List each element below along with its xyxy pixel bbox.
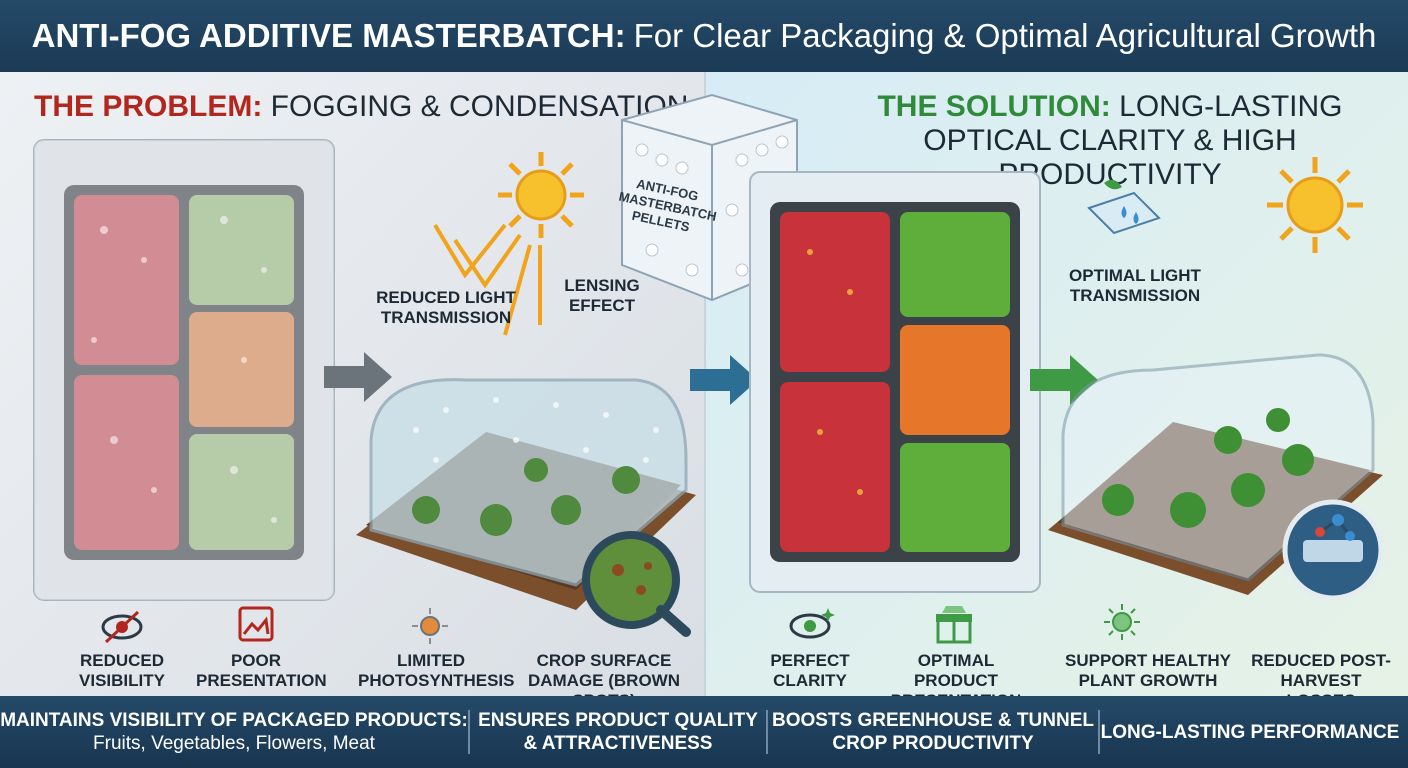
gift-box-icon bbox=[936, 606, 972, 644]
footer-item-visibility: MAINTAINS VISIBILITY OF PACKAGED PRODUCT… bbox=[0, 696, 468, 768]
footer-item-quality: ENSURES PRODUCT QUALITY & ATTRACTIVENESS bbox=[470, 696, 766, 768]
water-droplet-film-icon bbox=[1087, 179, 1161, 235]
callout-reduced-light: REDUCED LIGHT TRANSMISSION bbox=[376, 288, 516, 327]
reflected-rays bbox=[433, 223, 542, 336]
foggy-package-illustration bbox=[33, 139, 335, 601]
foggy-greenhouse-illustration bbox=[356, 378, 696, 637]
sun-icon bbox=[1104, 604, 1140, 640]
callout-lensing: LENSING EFFECT bbox=[564, 276, 640, 315]
footer-divider bbox=[766, 710, 768, 754]
dim-sun-icon bbox=[412, 608, 448, 644]
footer-divider bbox=[1098, 710, 1100, 754]
problem-tag: THE PROBLEM: bbox=[34, 90, 263, 123]
sun-icon bbox=[498, 152, 584, 238]
header-title-bold: ANTI-FOG ADDITIVE MASTERBATCH: bbox=[31, 17, 626, 54]
footer-item-productivity: BOOSTS GREENHOUSE & TUNNEL CROP PRODUCTI… bbox=[768, 696, 1098, 768]
broken-image-icon bbox=[238, 606, 274, 642]
footer-item-performance: LONG-LASTING PERFORMANCE bbox=[1100, 696, 1400, 768]
solution-arrow bbox=[690, 355, 758, 405]
perfect-clarity-label: PERFECT CLARITY bbox=[770, 651, 850, 690]
footer-item-title: BOOSTS GREENHOUSE & TUNNEL bbox=[772, 710, 1094, 731]
footer-item-subtitle: CROP PRODUCTIVITY bbox=[832, 733, 1034, 754]
footer-item-title: ENSURES PRODUCT QUALITY bbox=[478, 710, 758, 731]
footer-item-title: MAINTAINS VISIBILITY OF PACKAGED PRODUCT… bbox=[0, 710, 468, 731]
footer-bar: MAINTAINS VISIBILITY OF PACKAGED PRODUCT… bbox=[0, 696, 1408, 768]
footer-item-title: LONG-LASTING PERFORMANCE bbox=[1100, 721, 1400, 743]
footer-divider bbox=[468, 710, 470, 754]
footer-item-subtitle: Fruits, Vegetables, Flowers, Meat bbox=[93, 733, 375, 754]
footer-item-subtitle: & ATTRACTIVENESS bbox=[523, 733, 713, 754]
problem-title-text: FOGGING & CONDENSATION bbox=[270, 90, 689, 123]
callout-optimal-light: OPTIMAL LIGHT TRANSMISSION bbox=[1069, 266, 1201, 305]
solution-title: THE SOLUTION: LONG-LASTING OPTICAL CLARI… bbox=[830, 90, 1390, 192]
reduced-visibility-label: REDUCED VISIBILITY bbox=[79, 651, 165, 690]
clear-greenhouse-illustration bbox=[1048, 353, 1384, 601]
support-healthy-growth-label: SUPPORT HEALTHY PLANT GROWTH bbox=[1065, 651, 1231, 690]
solution-tag: THE SOLUTION: bbox=[877, 90, 1111, 123]
problem-title: THE PROBLEM: FOGGING & CONDENSATION bbox=[34, 90, 688, 124]
clear-package-illustration bbox=[749, 171, 1041, 593]
eye-sparkle-icon bbox=[789, 608, 835, 639]
eye-slash-icon bbox=[101, 610, 143, 644]
limited-photosynthesis-label: LIMITED PHOTOSYNTHESIS bbox=[358, 651, 515, 690]
poor-presentation-label: POOR PRESENTATION bbox=[196, 651, 327, 690]
solution-sun-icon bbox=[1267, 157, 1363, 253]
page-header: ANTI-FOG ADDITIVE MASTERBATCH: For Clear… bbox=[0, 0, 1408, 72]
header-title-rest: For Clear Packaging & Optimal Agricultur… bbox=[633, 17, 1377, 54]
problem-arrow bbox=[324, 352, 392, 402]
